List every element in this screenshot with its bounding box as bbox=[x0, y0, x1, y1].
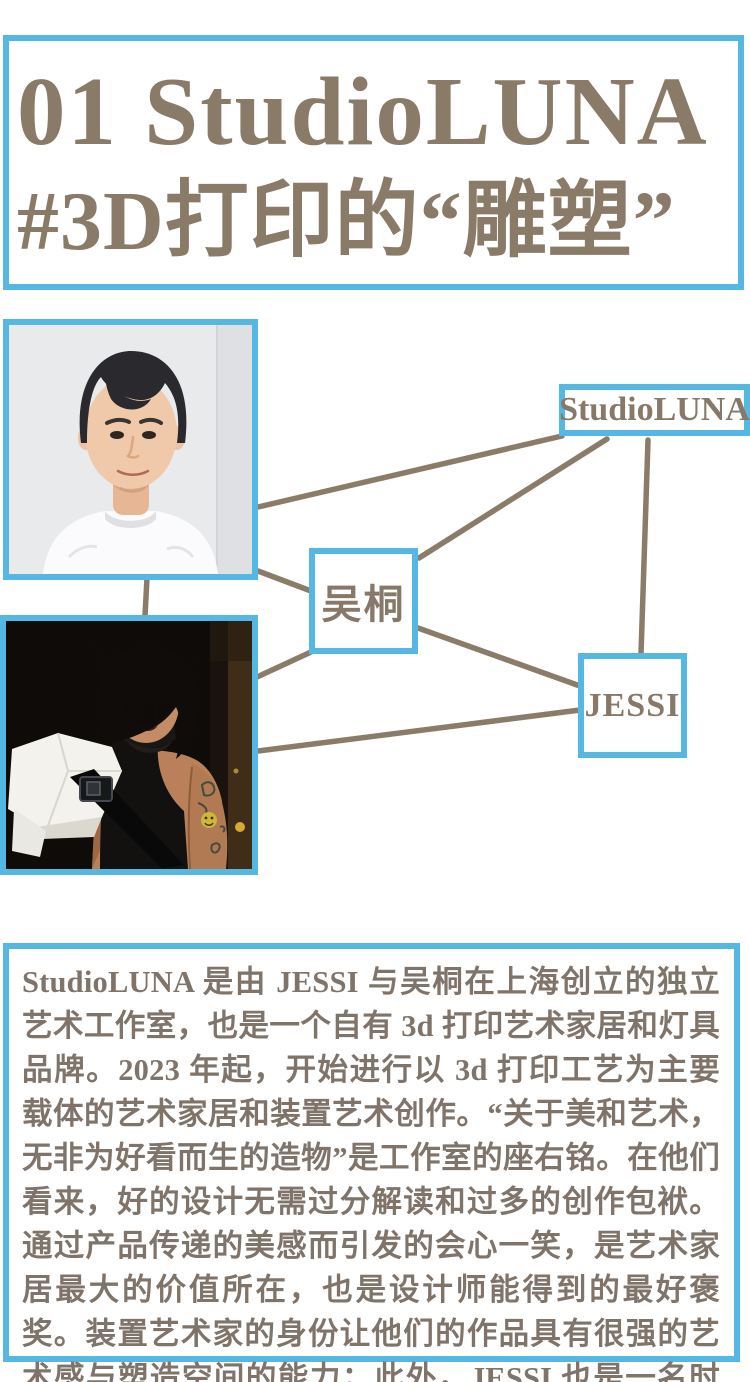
edge-wutong-jessiphoto bbox=[254, 649, 314, 680]
node-studioluna: StudioLUNA bbox=[559, 384, 750, 436]
node-jessi: JESSI bbox=[578, 653, 687, 758]
edge-studioluna-jessi bbox=[638, 437, 651, 657]
edge-wutongphoto-jessiphoto bbox=[142, 575, 150, 619]
man-figure bbox=[43, 351, 218, 574]
title-box: 01 StudioLUNA #3D打印的“雕塑” bbox=[3, 35, 744, 290]
node-wutong: 吴桐 bbox=[309, 548, 418, 654]
wutong-photo bbox=[3, 319, 258, 580]
edge-wutong-jessi bbox=[415, 625, 583, 689]
edge-wutongphoto-studioluna bbox=[255, 433, 565, 510]
description-paragraph: StudioLUNA 是由 JESSI 与吴桐在上海创立的独立艺术工作室，也是一… bbox=[22, 965, 720, 1382]
woman-portrait-illustration bbox=[6, 621, 252, 869]
man-portrait-illustration bbox=[9, 325, 252, 574]
node-jessi-label: JESSI bbox=[584, 686, 681, 724]
section-subtitle: #3D打印的“雕塑” bbox=[17, 175, 676, 268]
jessi-photo bbox=[0, 615, 258, 875]
section-title: 01 StudioLUNA bbox=[17, 58, 709, 165]
edge-jessiphoto-jessi bbox=[255, 707, 583, 754]
node-studioluna-label: StudioLUNA bbox=[559, 391, 750, 428]
edge-wutong-studioluna bbox=[416, 436, 610, 561]
description-box: StudioLUNA 是由 JESSI 与吴桐在上海创立的独立艺术工作室，也是一… bbox=[3, 943, 740, 1382]
node-wutong-label: 吴桐 bbox=[321, 582, 406, 627]
edge-wutongphoto-wutong bbox=[255, 568, 314, 594]
woman-figure bbox=[8, 642, 228, 869]
